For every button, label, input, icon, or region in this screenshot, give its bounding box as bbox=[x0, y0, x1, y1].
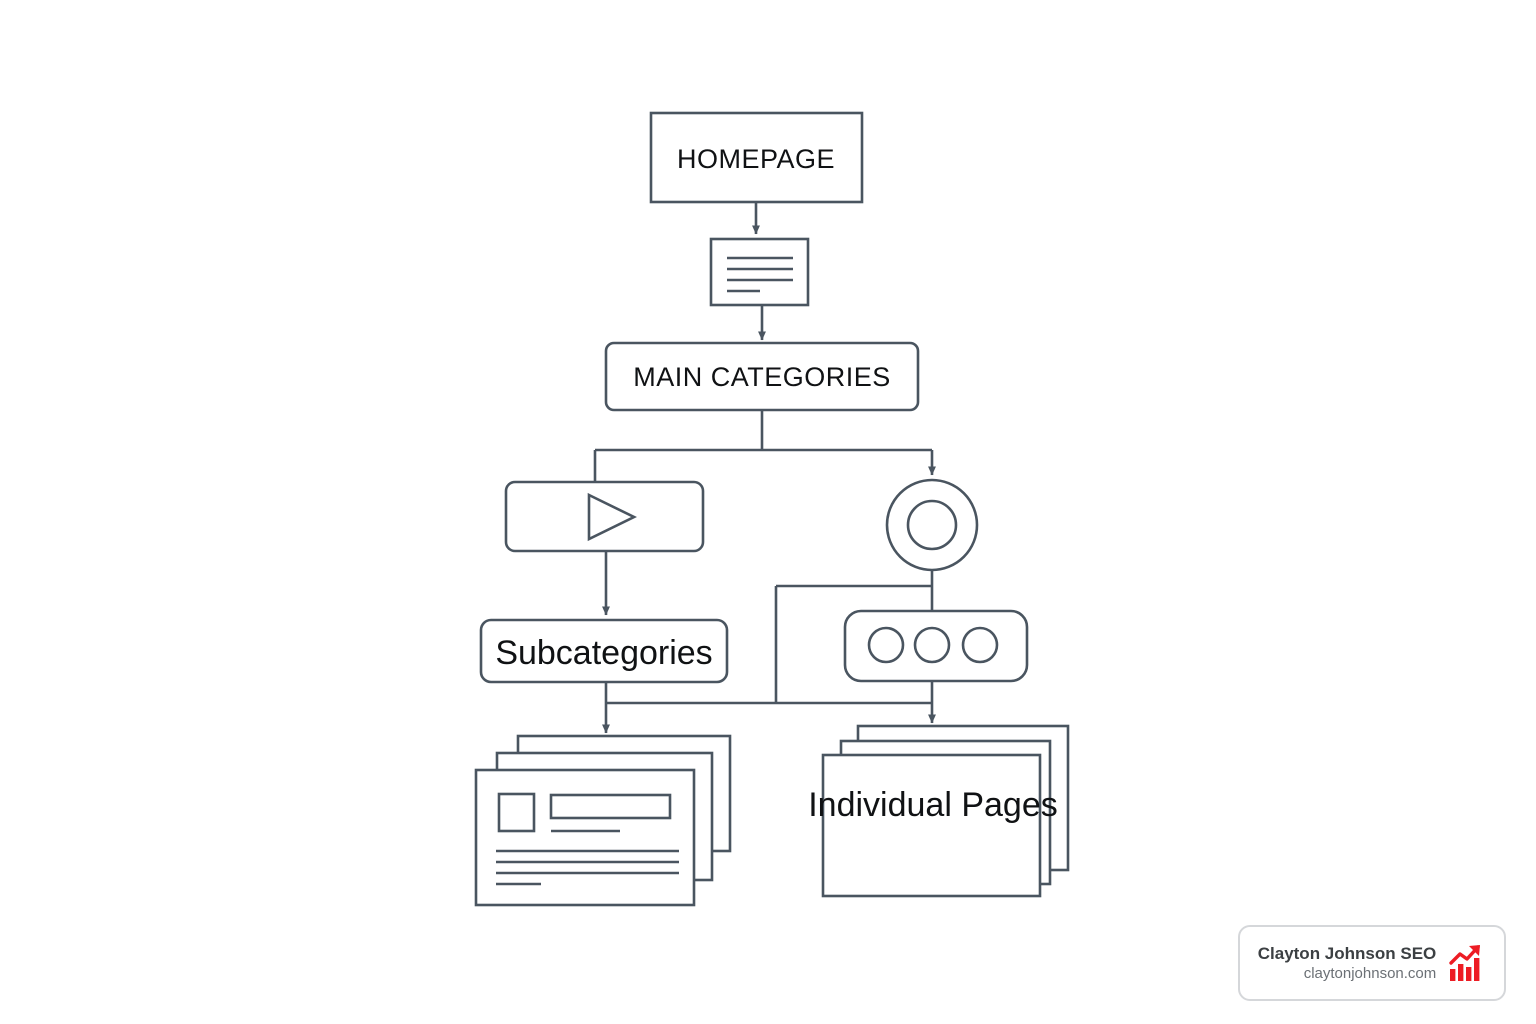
node-pages-stack[interactable] bbox=[821, 724, 1070, 898]
bar-chart-growth-icon bbox=[1449, 945, 1481, 981]
node-three-circles[interactable] bbox=[843, 609, 1029, 683]
connector-elbow-left bbox=[774, 584, 932, 703]
node-homepage[interactable] bbox=[649, 111, 864, 204]
watermark-title: Clayton Johnson SEO bbox=[1257, 943, 1437, 963]
node-subcategories[interactable] bbox=[479, 618, 729, 684]
label-main-categories: MAIN CATEGORIES bbox=[633, 362, 891, 392]
connector-main-branch bbox=[593, 410, 936, 482]
watermark-text: Clayton Johnson SEO claytonjohnson.com bbox=[1258, 943, 1437, 984]
node-article-stack[interactable] bbox=[474, 734, 732, 907]
node-donut-icon[interactable] bbox=[885, 478, 979, 572]
watermark-url: claytonjohnson.com bbox=[1303, 964, 1437, 982]
node-play-icon[interactable] bbox=[504, 480, 705, 553]
node-document-icon[interactable] bbox=[709, 237, 810, 307]
connector-bottom-rail bbox=[602, 681, 936, 734]
label-subcategories: Subcategories bbox=[495, 634, 712, 672]
label-homepage: HOMEPAGE bbox=[677, 144, 835, 174]
label-individual-pages: Individual Pages bbox=[808, 786, 1058, 824]
watermark-badge[interactable]: Clayton Johnson SEO claytonjohnson.com bbox=[1238, 925, 1506, 1001]
